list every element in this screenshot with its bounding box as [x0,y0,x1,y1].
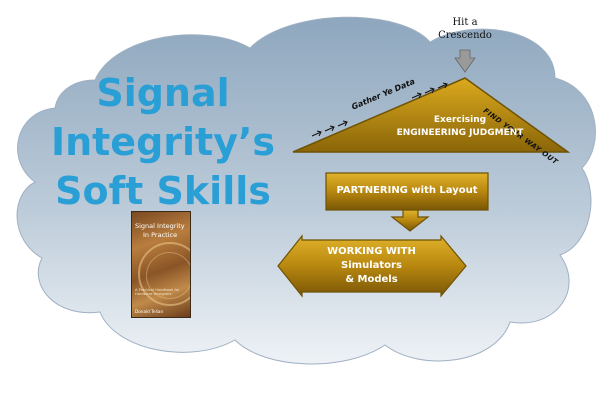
data-arrows-left [311,82,448,137]
working-with-line-2: Simulators [341,260,402,271]
down-arrow [390,209,430,232]
partnering-label: PARTNERING with Layout [336,185,478,196]
headline-line-1: Signal [96,71,230,115]
book-title-line-2: In Practice [143,231,178,239]
book-cover: Signal Integrity In Practice A Practical… [131,211,191,318]
headline-line-2: Integrity’s [50,120,276,164]
book-title: Signal Integrity In Practice [135,222,190,240]
working-with-line-1: WORKING WITH [327,246,416,257]
peak-label-line-2: Crescendo [438,30,492,41]
working-with-double-arrow [277,234,467,298]
peak-label-line-1: Hit a [452,17,478,28]
triangle-label: Exercising ENGINEERING JUDGMENT [380,114,540,140]
book-subtitle: A Practical Handbook for Hardware Design… [135,288,180,297]
book-title-line-1: Signal Integrity [135,222,185,230]
headline-line-3: Soft Skills [55,169,271,213]
triangle-label-line-1: Exercising [433,115,487,125]
triangle-label-line-2: ENGINEERING JUDGMENT [396,128,524,138]
peak-arrow [454,49,476,73]
book-author: Donald Telian [135,309,164,314]
peak-label: Hit a Crescendo [425,16,505,42]
working-with-line-3: & Models [345,274,398,285]
engineering-judgment-triangle [292,77,571,153]
working-with-label: WORKING WITH Simulators & Models [302,245,441,287]
